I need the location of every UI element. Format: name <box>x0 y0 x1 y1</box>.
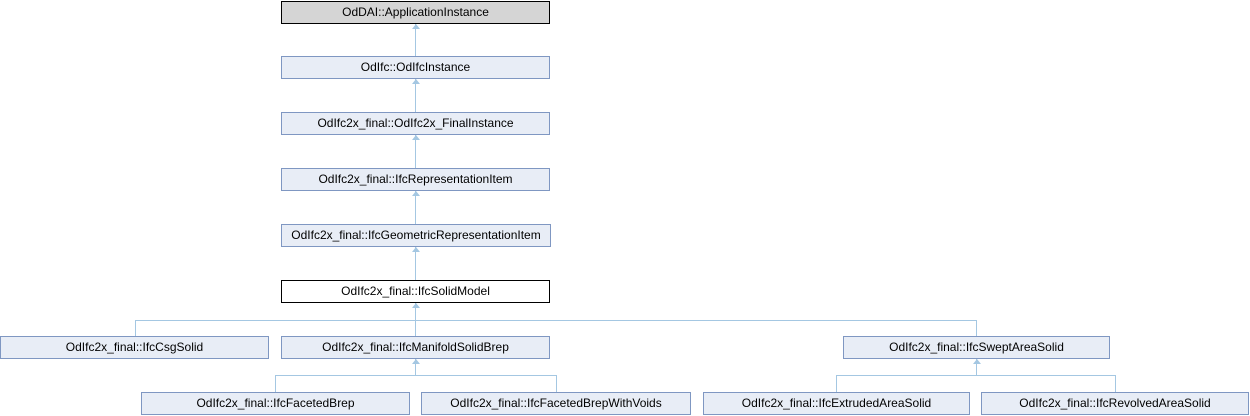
edge-line <box>415 79 416 112</box>
edge-line <box>556 375 557 392</box>
arrowhead-up-icon <box>973 359 981 364</box>
edge-line <box>1115 375 1116 392</box>
edge-rail <box>836 375 1116 376</box>
node-ifcrevolvedareasolid[interactable]: OdIfc2x_final::IfcRevolvedAreaSolid <box>981 392 1249 415</box>
arrowhead-up-icon <box>412 135 420 140</box>
edge-line <box>415 359 416 375</box>
node-odifc2x-finalinstance[interactable]: OdIfc2x_final::OdIfc2x_FinalInstance <box>281 112 550 135</box>
arrowhead-up-icon <box>412 24 420 29</box>
node-ifcgeometricrepresentationitem[interactable]: OdIfc2x_final::IfcGeometricRepresentatio… <box>281 224 551 247</box>
edge-rail <box>135 320 977 321</box>
edge-line <box>415 247 416 280</box>
node-ifcrepresentationitem[interactable]: OdIfc2x_final::IfcRepresentationItem <box>281 168 550 191</box>
edge-line <box>976 359 977 375</box>
edge-line <box>415 320 416 336</box>
node-odifc-odifcinstance[interactable]: OdIfc::OdIfcInstance <box>281 56 550 79</box>
node-ifcfacetedbrep[interactable]: OdIfc2x_final::IfcFacetedBrep <box>141 392 410 415</box>
arrowhead-up-icon <box>412 247 420 252</box>
node-ifcmanifoldsolidbrep[interactable]: OdIfc2x_final::IfcManifoldSolidBrep <box>281 336 550 359</box>
edge-line <box>415 24 416 56</box>
arrowhead-up-icon <box>412 303 420 308</box>
node-oddai-applicationinstance[interactable]: OdDAI::ApplicationInstance <box>281 1 550 24</box>
arrowhead-up-icon <box>412 79 420 84</box>
edge-line <box>415 191 416 224</box>
node-ifcsweptareasolid[interactable]: OdIfc2x_final::IfcSweptAreaSolid <box>843 336 1110 359</box>
node-ifcfacetedbrepwithvoids[interactable]: OdIfc2x_final::IfcFacetedBrepWithVoids <box>421 392 691 415</box>
edge-line <box>836 375 837 392</box>
node-ifcsolidmodel-current: OdIfc2x_final::IfcSolidModel <box>281 280 550 303</box>
edge-line <box>976 320 977 336</box>
node-ifccsgsolid[interactable]: OdIfc2x_final::IfcCsgSolid <box>0 336 269 359</box>
arrowhead-up-icon <box>412 359 420 364</box>
edge-rail <box>275 375 557 376</box>
edge-line <box>135 320 136 336</box>
arrowhead-up-icon <box>412 191 420 196</box>
edge-line <box>415 135 416 168</box>
node-ifcextrudedareasolid[interactable]: OdIfc2x_final::IfcExtrudedAreaSolid <box>703 392 970 415</box>
edge-line <box>415 303 416 320</box>
edge-line <box>275 375 276 392</box>
